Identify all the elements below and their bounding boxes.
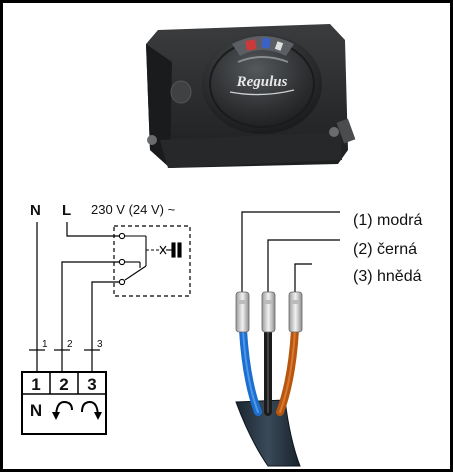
rotate-ccw-arrow-icon — [52, 400, 73, 420]
relay-contacts — [118, 232, 182, 286]
cable-illustration — [235, 211, 340, 467]
wire-number-1: 1 — [42, 339, 48, 350]
wire-number-2: 2 — [67, 339, 73, 350]
actuator-image: Regulus — [146, 24, 356, 168]
supply-voltage-label: 230 V (24 V) ~ — [91, 202, 176, 217]
cable-legend-black: (2) černá — [353, 241, 417, 258]
cable-legend-blue: (1) modrá — [353, 212, 422, 229]
relay-box — [113, 225, 191, 297]
terminal-block-number-1: 1 — [31, 375, 40, 394]
terminal-l-label: L — [62, 202, 71, 219]
terminal-block-number-3: 3 — [87, 375, 96, 394]
wire-ferrules — [235, 291, 303, 333]
brand-label: Regulus — [236, 74, 288, 90]
cable-legend-brown: (3) hnědá — [353, 268, 422, 285]
terminal-block-number-2: 2 — [59, 375, 68, 394]
wire-number-3: 3 — [97, 339, 103, 350]
terminal-block-n-label: N — [30, 401, 42, 420]
wire-number-markers — [29, 349, 100, 372]
rotate-cw-arrow-icon — [81, 400, 102, 420]
terminal-n-label: N — [30, 202, 41, 219]
schematic-wiring — [36, 222, 120, 350]
